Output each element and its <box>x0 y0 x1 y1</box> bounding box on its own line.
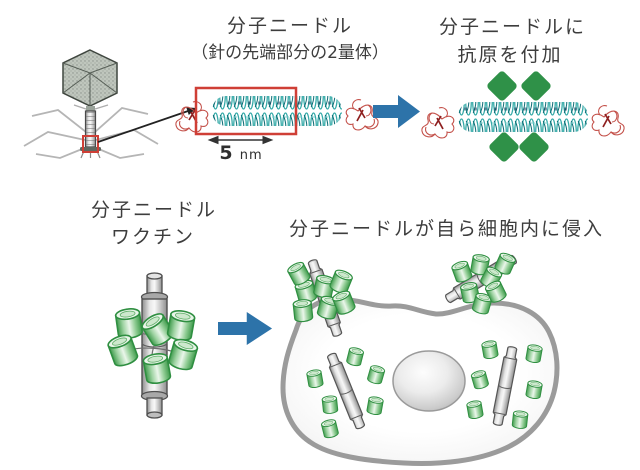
caption-antigen-line1: 分子ニードルに <box>438 16 586 38</box>
needle-vaccine-illustration <box>105 272 200 419</box>
caption-antigen-line2: 抗原を付加 <box>457 44 563 66</box>
scale-bar-label: 5 nm <box>210 142 272 164</box>
caption-needle-dimer-line1: 分子ニードル <box>226 15 353 37</box>
caption-cell-entry: 分子ニードルが自ら細胞内に侵入 <box>289 218 605 240</box>
needle-tip-highlight-box <box>82 135 99 153</box>
caption-vaccine-line1: 分子ニードル <box>90 199 217 221</box>
bacteriophage-illustration <box>23 49 159 159</box>
scale-bar-unit: nm <box>239 148 263 163</box>
antigen-needle-structure <box>422 69 624 164</box>
scale-bar-value: 5 <box>219 142 234 164</box>
scale-bar-arrow <box>207 135 274 145</box>
cell-illustration <box>280 250 560 466</box>
zoom-arrow <box>97 107 197 143</box>
needle-tip-dimer-structure <box>176 86 378 145</box>
flow-arrow-right-icon <box>218 312 273 345</box>
caption-needle-dimer-line2: （針の先端部分の2量体） <box>191 43 389 63</box>
flow-arrow-right-icon <box>373 95 420 128</box>
caption-vaccine-line2: ワクチン <box>110 226 195 248</box>
dimer-highlight-box <box>194 86 298 136</box>
phage-head <box>62 49 118 107</box>
nucleus <box>392 350 466 412</box>
